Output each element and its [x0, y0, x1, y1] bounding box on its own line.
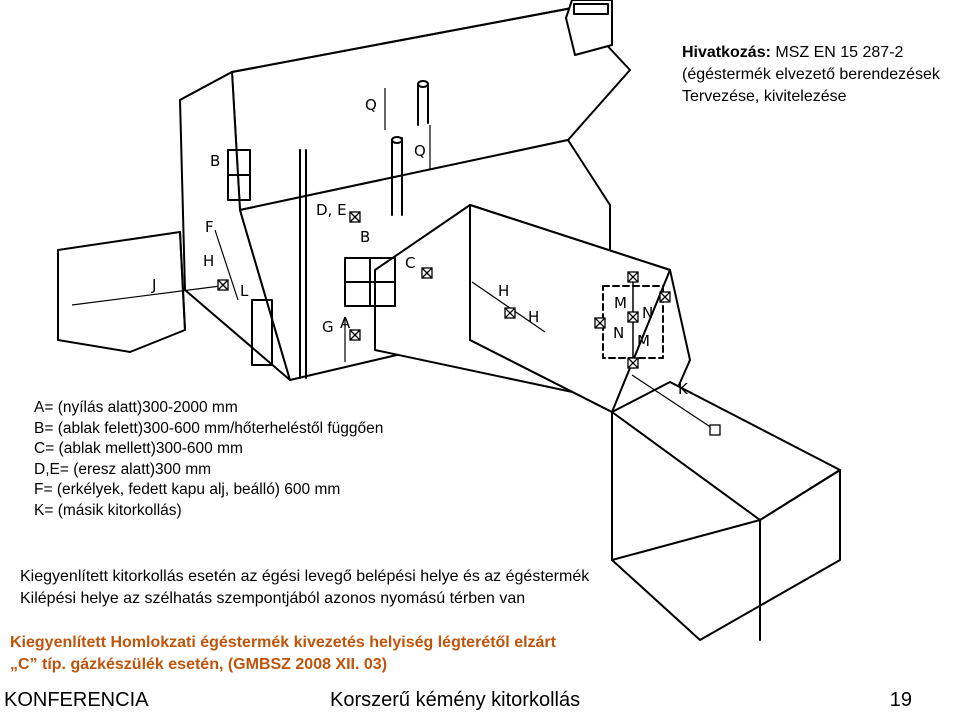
highlight-line-1: Kiegyenlített Homlokzati égéstermék kive… [10, 634, 556, 651]
legend-item-F: F= (erkélyek, fedett kapu alj, beálló) 6… [34, 481, 341, 498]
reference-line-3: Tervezése, kivitelezése [682, 88, 847, 105]
footer-conference: KONFERENCIA [4, 689, 149, 711]
legend-item-A: A= (nyílás alatt)300-2000 mm [34, 399, 238, 416]
door [251, 299, 273, 366]
highlight-line-2: „C” típ. gázkészülék esetén, (GMBSZ 2008… [10, 656, 388, 673]
legend-item-C: C= (ablak mellett)300-600 mm [34, 440, 243, 457]
label-Q-top: Q [365, 96, 377, 114]
label-H-left: H [203, 252, 214, 270]
label-C: C [405, 254, 415, 272]
label-M-bottom: M [637, 332, 650, 350]
label-Q-bottom: Q [414, 142, 426, 160]
legend-item-K: K= (másik kitorkollás) [34, 501, 182, 519]
dim-J [71, 284, 229, 306]
description-text: Kiegyenlített kitorkollás esetén az égés… [20, 566, 589, 610]
label-H-right-2: H [528, 308, 539, 326]
label-M-top: M [614, 294, 627, 312]
label-A: A [340, 314, 351, 332]
label-F: F [205, 218, 214, 236]
label-B-gable: B [210, 152, 220, 170]
highlight-note: Kiegyenlített Homlokzati égéstermék kive… [10, 632, 556, 676]
dim-K [631, 374, 716, 431]
label-B-front: B [360, 228, 370, 246]
neighbor-roof [611, 381, 841, 521]
slide-footer: KONFERENCIA Korszerű kémény kitorkollás … [0, 687, 960, 713]
legend-item-DE: D,E= (eresz alatt)300 mm [34, 460, 212, 478]
reference-note: Hivatkozás: MSZ EN 15 287-2 (égéstermék … [682, 42, 952, 108]
label-N-right: N [642, 304, 653, 322]
label-J: J [151, 276, 156, 294]
reference-standard: MSZ EN 15 287-2 [770, 44, 904, 61]
footer-title: Korszerű kémény kitorkollás [330, 689, 581, 711]
dim-H-front [471, 281, 546, 333]
label-N-left: N [613, 324, 624, 342]
roof-ridge [231, 7, 573, 73]
reference-label: Hivatkozás: [682, 44, 771, 61]
label-K: K [678, 380, 689, 398]
label-H-right-1: H [498, 282, 509, 300]
page-number: 19 [889, 689, 912, 711]
label-L: L [240, 282, 249, 300]
legend-item-B: B= (ablak felett)300-600 mm/hőterheléstő… [34, 419, 384, 437]
label-G: G [322, 318, 334, 336]
neighbor-wall [611, 411, 841, 641]
description-line-2: Kilépési helye az szélhatás szempontjábó… [20, 590, 526, 607]
left-wall [57, 231, 186, 353]
distance-legend: A= (nyílás alatt)300-2000 mm B= (ablak f… [34, 398, 383, 521]
description-line-1: Kiegyenlített kitorkollás esetén az égés… [20, 568, 590, 585]
reference-line-2: (égéstermék elvezető berendezések [682, 66, 940, 83]
label-DE: D, E [316, 201, 347, 219]
